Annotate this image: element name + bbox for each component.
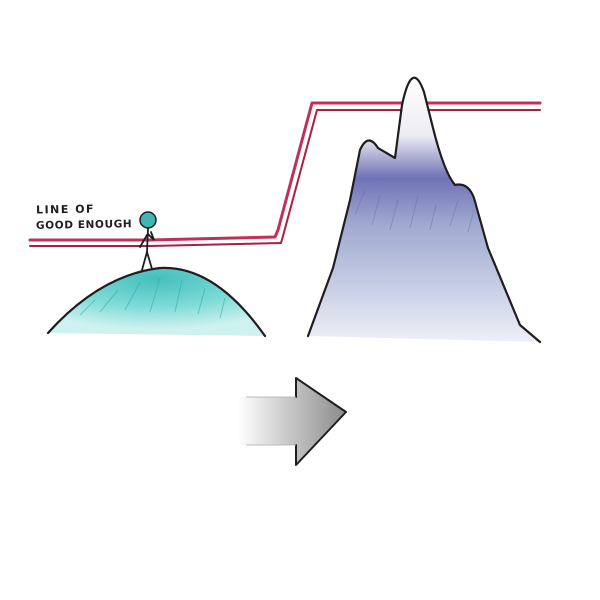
big-mountain bbox=[306, 76, 542, 344]
stick-person bbox=[139, 211, 157, 271]
person-head bbox=[139, 211, 157, 229]
right-arrow-icon bbox=[238, 377, 347, 466]
annotation-good-enough: GOOD ENOUGH bbox=[35, 218, 133, 232]
annotation-line-of: LINE OF bbox=[35, 202, 96, 217]
good-enough-line bbox=[28, 101, 542, 247]
small-hill bbox=[46, 266, 267, 338]
